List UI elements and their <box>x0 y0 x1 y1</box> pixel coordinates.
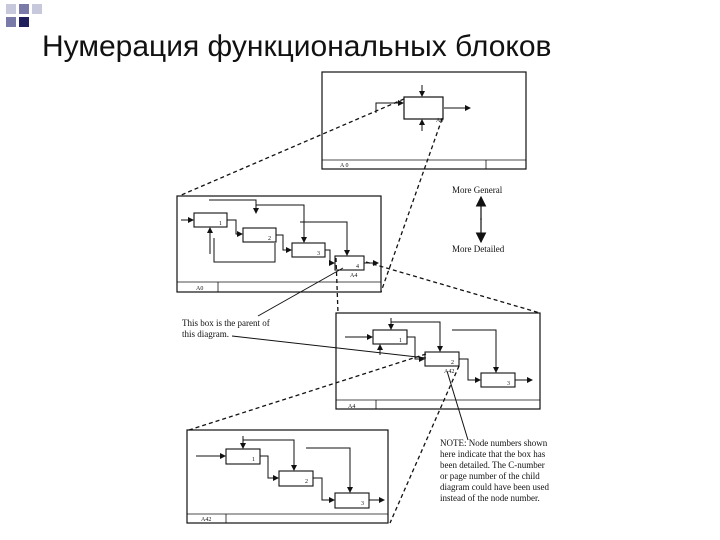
diagram-a42: A42 1 2 3 <box>186 429 389 524</box>
box-a2-3-label: 3 <box>507 381 510 387</box>
note-line-3: been detailed. The C-number <box>440 460 545 470</box>
diagram-a4-id: A4 <box>348 404 355 410</box>
callout-line-1: This box is the parent of <box>182 318 270 328</box>
diagram-a0-id: A 0 <box>340 163 349 169</box>
diagram-a0-decomp: A0 1 2 3 4 A4 <box>176 195 382 293</box>
decorative-squares <box>6 4 42 27</box>
box-a3-3-label: 3 <box>361 501 364 507</box>
diagram-a4: A4 1 2 A42 3 <box>335 312 541 410</box>
note-line-2: here indicate that the box has <box>440 449 546 459</box>
box-a3-2-label: 2 <box>305 479 308 485</box>
legend-more-general: More General <box>452 185 503 195</box>
box-a1-node-label: A4 <box>350 273 357 279</box>
diagram-a0: A 0 A0 <box>321 71 527 170</box>
diagram-a0-decomp-id: A0 <box>196 286 203 292</box>
dashed-connectors <box>178 98 541 524</box>
box-a1-1-label: 1 <box>219 221 222 227</box>
box-a1-3-label: 3 <box>317 251 320 257</box>
legend-more-detailed: More Detailed <box>452 244 505 254</box>
note-line-6: instead of the node number. <box>440 493 540 503</box>
note-line-4: or page number of the child <box>440 471 540 481</box>
box-a2-2-label: 2 <box>451 360 454 366</box>
box-a0-node-label: A0 <box>436 118 443 124</box>
note-block: NOTE: Node numbers shown here indicate t… <box>440 370 549 503</box>
box-a2-1-label: 1 <box>399 338 402 344</box>
box-a3-1-label: 1 <box>252 457 255 463</box>
arrow-legend: More General More Detailed <box>452 185 505 254</box>
box-a0-0 <box>403 96 444 120</box>
box-a1-2-label: 2 <box>268 236 271 242</box>
note-line-1: NOTE: Node numbers shown <box>440 438 548 448</box>
callout-line-2: this diagram. <box>182 329 229 339</box>
diagram-a42-id: A42 <box>201 517 211 523</box>
note-line-5: diagram could have been used <box>440 482 549 492</box>
page-title: Нумерация функциональных блоков <box>42 30 552 63</box>
callout-parent-box: This box is the parent of this diagram. <box>182 267 427 359</box>
box-a2-node-label: A42 <box>444 369 454 375</box>
box-a1-4-label: 4 <box>356 264 359 270</box>
